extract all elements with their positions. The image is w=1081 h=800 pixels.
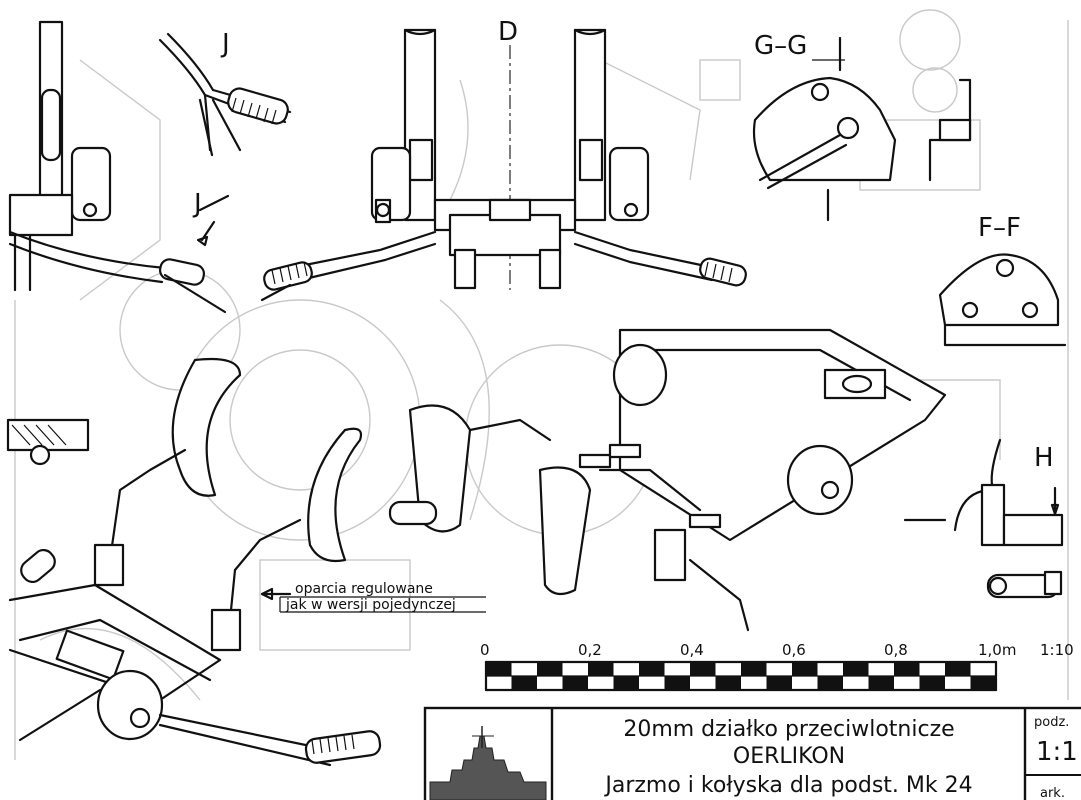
podz-label: podz. bbox=[1034, 715, 1069, 730]
scale-bar: 0 0,2 0,4 0,6 0,8 1,0m 1:10 bbox=[480, 641, 1074, 692]
title-line-2: OERLIKON bbox=[733, 744, 845, 769]
scale-bar-cell bbox=[690, 662, 716, 676]
scale-bar-cell bbox=[613, 676, 639, 690]
scale-tick-label: 0,8 bbox=[884, 641, 908, 659]
isometric-view-cradle bbox=[388, 328, 947, 632]
view-label-h: H bbox=[1034, 443, 1054, 473]
ark-label: ark. bbox=[1040, 786, 1065, 800]
scale-bar-cell bbox=[792, 662, 818, 676]
warship-logo bbox=[429, 726, 547, 800]
title-block: 20mm działko przeciwlotnicze OERLIKON Ja… bbox=[423, 706, 1081, 800]
view-h-detail bbox=[903, 438, 1064, 599]
section-label-g-g: G–G bbox=[754, 31, 807, 61]
scale-bar-cell bbox=[766, 676, 792, 690]
scale-tick-label: 1,0m bbox=[978, 641, 1016, 659]
scale-bar-cell bbox=[843, 662, 869, 676]
scale-tick-label: 0 bbox=[480, 641, 490, 659]
scale-bar-cell bbox=[511, 676, 537, 690]
scale-bar-cell bbox=[970, 676, 996, 690]
scale-bar-cell bbox=[486, 662, 512, 676]
scale-bar-cell bbox=[945, 662, 971, 676]
scale-tick-label: 0,6 bbox=[782, 641, 806, 659]
view-label-j-arrow: J bbox=[192, 189, 202, 219]
section-f-f bbox=[938, 253, 1067, 347]
podz-value: 1:1 bbox=[1036, 737, 1078, 767]
scale-bar-cell bbox=[919, 676, 945, 690]
isometric-view-yoke bbox=[6, 357, 382, 767]
scale-bar-cell bbox=[741, 662, 767, 676]
annotation-line-1: oparcia regulowane bbox=[295, 581, 433, 597]
scale-bar-cell bbox=[639, 662, 665, 676]
scale-bar-cell bbox=[868, 676, 894, 690]
adjustable-backrest-annotation: oparcia regulowane jak w wersji pojedync… bbox=[260, 581, 486, 613]
scale-tick-label: 0,2 bbox=[578, 641, 602, 659]
scale-ratio: 1:10 bbox=[1040, 641, 1074, 659]
scale-bar-cell bbox=[588, 662, 614, 676]
annotation-line-2: jak w wersji pojedynczej bbox=[285, 597, 456, 613]
title-line-1: 20mm działko przeciwlotnicze bbox=[623, 717, 954, 742]
scale-bar-cell bbox=[537, 662, 563, 676]
section-label-f-f: F–F bbox=[978, 213, 1021, 243]
scale-bar-cell bbox=[562, 676, 588, 690]
scale-tick-label: 0,4 bbox=[680, 641, 704, 659]
title-line-3: Jarzmo i kołyska dla podst. Mk 24 bbox=[603, 773, 972, 798]
scale-bar-cell bbox=[715, 676, 741, 690]
front-view-d bbox=[260, 28, 747, 302]
view-j-detail bbox=[158, 32, 292, 157]
side-view-partial bbox=[8, 20, 230, 314]
scale-bar-cell bbox=[664, 676, 690, 690]
scale-bar-cell bbox=[894, 662, 920, 676]
view-label-j: J bbox=[220, 29, 230, 59]
section-g-g bbox=[752, 36, 972, 222]
view-label-d: D bbox=[498, 17, 518, 47]
scale-bar-cell bbox=[817, 676, 843, 690]
